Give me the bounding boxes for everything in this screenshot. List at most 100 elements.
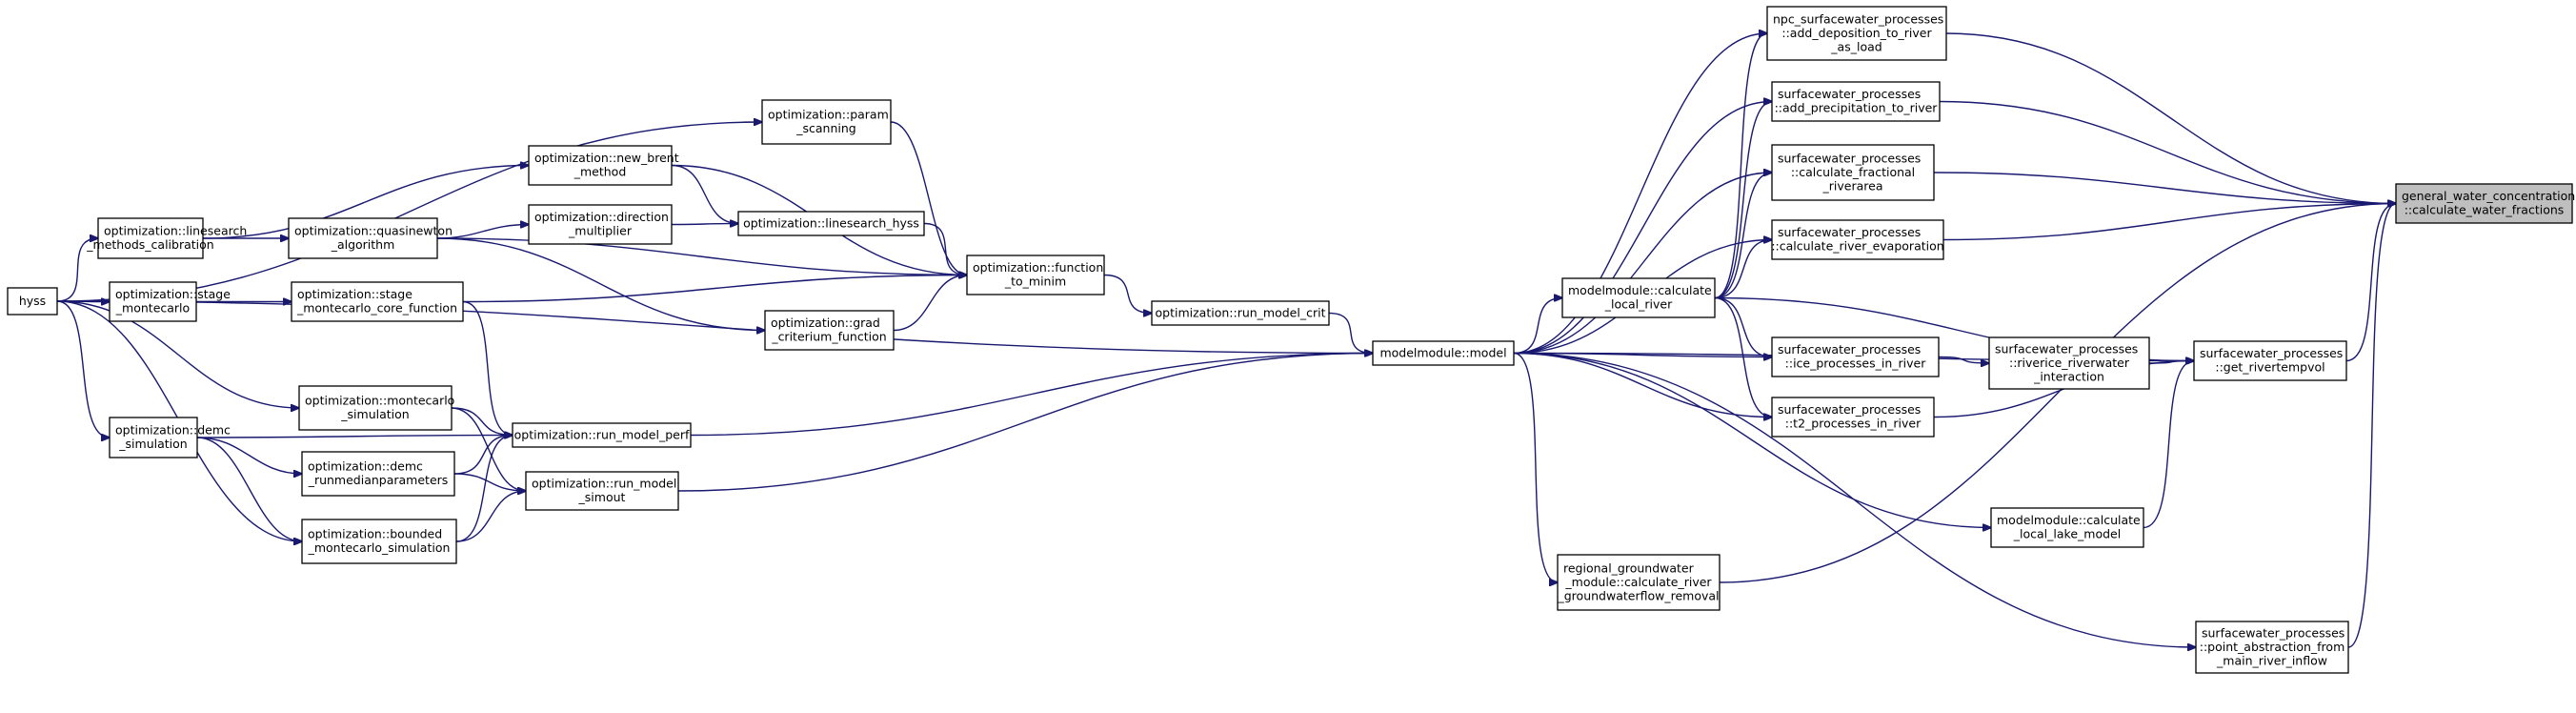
edge-calculate_river_evaporation-to-root (1942, 204, 2396, 241)
node-grad_criterium_function[interactable]: optimization::grad_criterium_function (764, 310, 895, 351)
edge-hyss-to-montecarlo_simulation (56, 300, 299, 408)
edge-bounded_montecarlo_simulation-to-run_model_perf (455, 436, 513, 542)
node-label-line: _runmedianparameters (308, 473, 449, 487)
node-run_model_crit[interactable]: optimization::run_model_crit (1151, 300, 1330, 326)
node-box (301, 451, 455, 497)
edge-stage_montecarlo_core_function-to-run_model_perf (462, 300, 513, 436)
edge-quasinewton_algorithm-to-function_to_minim (436, 237, 967, 275)
edge-hyss-to-demc_simulation (56, 300, 110, 438)
node-riverice[interactable]: surfacewater_processes::riverice_riverwa… (1988, 336, 2150, 390)
edge-line (1513, 352, 1558, 583)
node-label-line: ::point_abstraction_from (2200, 640, 2345, 654)
edge-demc_runmedianparameters-to-run_model_perf (453, 436, 513, 475)
node-t2_processes[interactable]: surfacewater_processes::t2_processes_in_… (1771, 397, 1935, 438)
node-label-line: _montecarlo_simulation (308, 540, 451, 555)
edge-line (1942, 204, 2396, 241)
edge-model-to-regional_gw (1513, 352, 1558, 583)
node-label-line: _methods_calibration (86, 237, 213, 252)
node-add_deposition[interactable]: npc_surfacewater_processes::add_depositi… (1766, 6, 1947, 61)
edge-demc_simulation-to-run_model_perf (196, 436, 513, 438)
edge-line (2143, 361, 2194, 529)
edge-linesearch_hyss-to-function_to_minim (923, 222, 967, 275)
node-demc_runmedianparameters[interactable]: optimization::demc_runmedianparameters (301, 451, 455, 497)
node-label-line: modelmodule::calculate (1997, 513, 2141, 527)
node-box (1771, 81, 1941, 122)
node-box (97, 217, 204, 259)
node-run_model_perf[interactable]: optimization::run_model_perf (512, 422, 692, 448)
node-linesearch_methods_calibration[interactable]: optimization::linesearch_methods_calibra… (86, 217, 247, 259)
node-montecarlo_simulation[interactable]: optimization::montecarlo_simulation (298, 385, 454, 431)
node-box (1988, 336, 2150, 390)
node-label-line: _algorithm (331, 237, 395, 252)
edge-grad_criterium_function-to-function_to_minim (893, 275, 967, 332)
edge-line (1513, 33, 1767, 355)
edge-line (196, 437, 302, 541)
node-direction_multiplier[interactable]: optimization::direction_multiplier (528, 204, 673, 245)
edge-calculate_local_river-to-calculate_fractional (1714, 173, 1772, 299)
edge-line (196, 436, 513, 438)
node-point_abstraction[interactable]: surfacewater_processes::point_abstractio… (2195, 621, 2349, 674)
node-calculate_local_river[interactable]: modelmodule::calculate_local_river (1561, 277, 1716, 318)
node-regional_gw[interactable]: regional_groundwater_module::calculate_r… (1557, 554, 1721, 611)
node-local_lake_model[interactable]: modelmodule::calculate_local_lake_model (1990, 507, 2144, 548)
node-bounded_montecarlo_simulation[interactable]: optimization::bounded_montecarlo_simulat… (301, 519, 457, 564)
node-run_model_simout[interactable]: optimization::run_model_simout (525, 471, 679, 511)
node-hyss[interactable]: hyss (7, 287, 58, 316)
node-box (1151, 300, 1330, 326)
node-label-line: optimization::run_model_crit (1156, 305, 1326, 319)
node-label-line: ::riverice_riverwater (2009, 356, 2130, 370)
node-label-line: ::calculate_fractional (1791, 165, 1915, 179)
node-label-line: hyss (19, 294, 46, 308)
edge-line (923, 222, 967, 275)
nodes-layer: hyss optimization::linesearch_methods_cal… (7, 6, 2575, 674)
edge-line (671, 164, 738, 224)
node-calculate_river_evaporation[interactable]: surfacewater_processes::calculate_river_… (1771, 219, 1944, 260)
node-label-line: optimization::quasinewton (294, 224, 453, 238)
node-param_scanning[interactable]: optimization::param_scanning (761, 99, 892, 145)
edge-line (677, 354, 1373, 492)
node-label-line: _montecarlo (115, 301, 190, 316)
node-label-line: _local_lake_model (2013, 527, 2121, 541)
node-label-line: optimization::run_model_perf (514, 427, 690, 441)
node-stage_montecarlo[interactable]: optimization::stage_montecarlo (109, 281, 231, 322)
edge-linesearch_methods_calibration-to-new_brent_method (202, 166, 529, 239)
node-root[interactable]: general_water_concentration::calculate_w… (2395, 183, 2575, 224)
edge-calculate_local_river-to-t2_processes (1714, 296, 1772, 418)
node-label-line: surfacewater_processes (1778, 402, 1921, 417)
node-label-line: _local_river (1604, 297, 1673, 312)
edge-point_abstraction-to-root (2347, 204, 2396, 648)
edge-line (1933, 172, 2396, 204)
edge-line (1103, 274, 1152, 314)
edge-line (56, 300, 110, 438)
node-label-line: _to_minim (1004, 275, 1066, 289)
node-new_brent_method[interactable]: optimization::new_brent_method (528, 145, 679, 186)
node-label-line: _riverarea (1822, 178, 1883, 193)
node-demc_simulation[interactable]: optimization::demc_simulation (109, 417, 231, 458)
node-function_to_minim[interactable]: optimization::function_to_minim (966, 255, 1105, 295)
node-box (7, 287, 58, 316)
node-quasinewton_algorithm[interactable]: optimization::quasinewton_algorithm (288, 217, 453, 259)
node-linesearch_hyss[interactable]: optimization::linesearch_hyss (737, 211, 925, 236)
node-model[interactable]: modelmodule::model (1372, 340, 1515, 366)
node-label-line: npc_surfacewater_processes (1773, 11, 1943, 26)
edge-model-to-local_lake_model (1513, 352, 1991, 528)
node-label-line: _simulation (118, 437, 187, 451)
edge-calculate_local_river-to-add_precipitation (1714, 102, 1772, 299)
node-stage_montecarlo_core_function[interactable]: optimization::stage_montecarlo_core_func… (291, 281, 464, 322)
node-calculate_fractional[interactable]: surfacewater_processes::calculate_fracti… (1771, 144, 1935, 201)
edge-demc_simulation-to-demc_runmedianparameters (196, 437, 302, 474)
node-label-line: surfacewater_processes (1995, 341, 2138, 356)
node-add_precipitation[interactable]: surfacewater_processes::add_precipitatio… (1771, 81, 1941, 122)
node-box (737, 211, 925, 236)
node-label-line: ::get_rivertempvol (2215, 360, 2324, 375)
node-label-line: optimization::demc (308, 459, 423, 474)
edge-line (1719, 204, 2396, 583)
edge-calculate_fractional-to-root (1933, 172, 2396, 204)
edge-line (1513, 352, 2196, 648)
node-box (1561, 277, 1716, 318)
edge-model-to-add_precipitation (1513, 102, 1772, 355)
node-ice_processes[interactable]: surfacewater_processes::ice_processes_in… (1771, 336, 1940, 377)
node-get_rivertempvol[interactable]: surfacewater_processes::get_rivertempvol (2193, 340, 2347, 381)
edge-function_to_minim-to-run_model_crit (1103, 274, 1152, 314)
node-box (528, 145, 673, 186)
